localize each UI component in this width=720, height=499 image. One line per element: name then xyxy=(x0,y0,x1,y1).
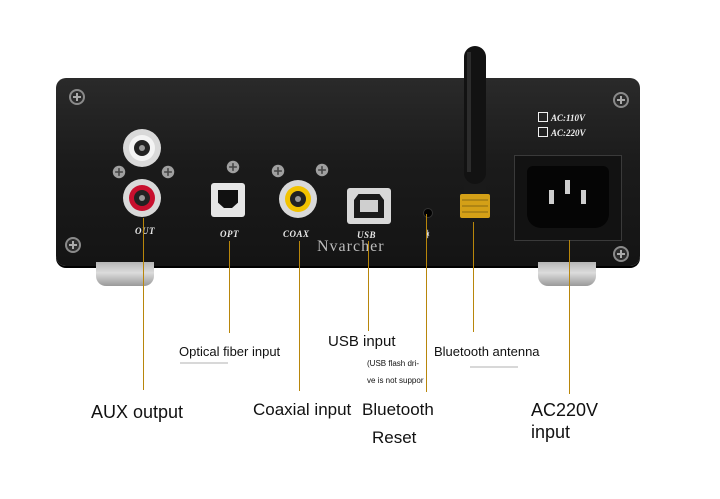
screw-icon xyxy=(161,165,175,179)
watermark-text: Nvarcher xyxy=(317,238,385,255)
callout-coaxial-input: Coaxial input xyxy=(253,400,352,419)
screw-icon xyxy=(613,92,629,108)
callout-aux-output: AUX output xyxy=(91,402,184,422)
callout-reset: Reset xyxy=(372,428,417,447)
device-foot-right xyxy=(538,262,596,286)
callout-bluetooth: Bluetooth xyxy=(362,400,434,419)
screw-icon xyxy=(613,246,629,262)
panel-label-out: OUT xyxy=(135,226,155,236)
callout-optical-fiber-input: Optical fiber input xyxy=(179,344,281,359)
iec-socket xyxy=(527,166,609,228)
screw-icon xyxy=(226,160,240,174)
optical-port xyxy=(211,183,245,217)
leader-line-antenna xyxy=(473,222,474,332)
callout-usb-note-2: ve is not suppor xyxy=(367,376,424,385)
panel-label-opt: OPT xyxy=(220,229,239,239)
divider xyxy=(180,362,228,364)
rca-white-jack-icon xyxy=(123,129,161,167)
callout-ac-line2: input xyxy=(531,422,571,442)
callout-usb-note-1: (USB flash dri- xyxy=(367,359,420,368)
leader-line-usb xyxy=(368,241,369,331)
reset-button-hole xyxy=(423,208,433,218)
leader-line-coax xyxy=(299,241,300,391)
screw-icon xyxy=(69,89,85,105)
usb-b-port xyxy=(347,188,391,224)
device-foot-left xyxy=(96,262,154,286)
bluetooth-antenna-icon xyxy=(460,46,490,218)
callout-usb-input: USB input xyxy=(328,333,396,350)
screw-icon xyxy=(65,237,81,253)
divider xyxy=(470,366,518,368)
ac-power-inlet xyxy=(514,155,622,241)
screw-icon xyxy=(112,165,126,179)
leader-line-aux xyxy=(143,218,144,390)
leader-line-ac xyxy=(569,240,570,394)
rca-red-jack-icon xyxy=(123,179,161,217)
voltage-option-220: AC:220V xyxy=(538,127,586,138)
bluetooth-mark: ᚼ xyxy=(425,229,431,239)
screw-icon xyxy=(315,163,329,177)
callout-bluetooth-antenna: Bluetooth antenna xyxy=(434,344,540,359)
voltage-option-110: AC:110V xyxy=(538,112,585,123)
leader-line-reset xyxy=(426,214,427,392)
panel-label-coax: COAX xyxy=(283,229,310,239)
panel-label-usb: USB xyxy=(357,230,377,240)
callout-ac-line1: AC220V xyxy=(531,400,599,420)
screw-icon xyxy=(271,164,285,178)
leader-line-optical xyxy=(229,241,230,333)
coax-jack-icon xyxy=(279,180,317,218)
